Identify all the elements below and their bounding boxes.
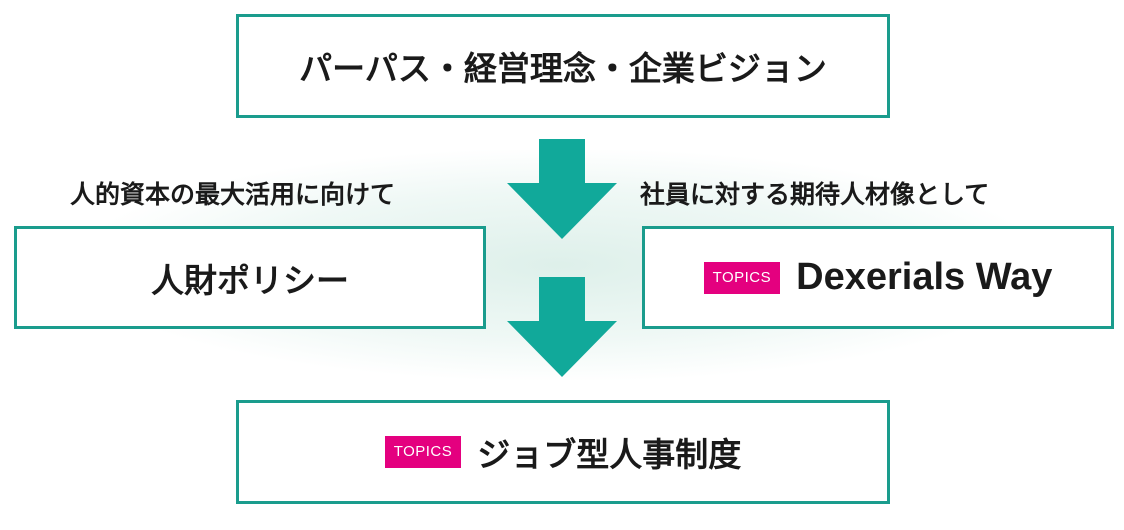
down-arrow-icon [507,277,617,377]
right-caption: 社員に対する期待人材像として [640,180,990,209]
down-arrow-icon [507,139,617,239]
hr-policy-label: 人財ポリシー [151,260,349,300]
hr-policy-box: 人財ポリシー [14,226,486,329]
job-based-hr-system-label: ジョブ型人事制度 [477,435,742,474]
dexerials-way-box: TOPICS Dexerials Way [642,226,1114,329]
topics-badge: TOPICS [703,261,781,294]
purpose-philosophy-vision-label: パーパス・経営理念・企業ビジョン [299,49,827,88]
dexerials-way-label: Dexerials Way [796,256,1053,298]
topics-badge: TOPICS [384,436,462,468]
purpose-philosophy-vision-box: パーパス・経営理念・企業ビジョン [236,14,890,118]
left-caption: 人的資本の最大活用に向けて [70,180,396,209]
job-based-hr-system-box: TOPICS ジョブ型人事制度 [236,400,890,504]
